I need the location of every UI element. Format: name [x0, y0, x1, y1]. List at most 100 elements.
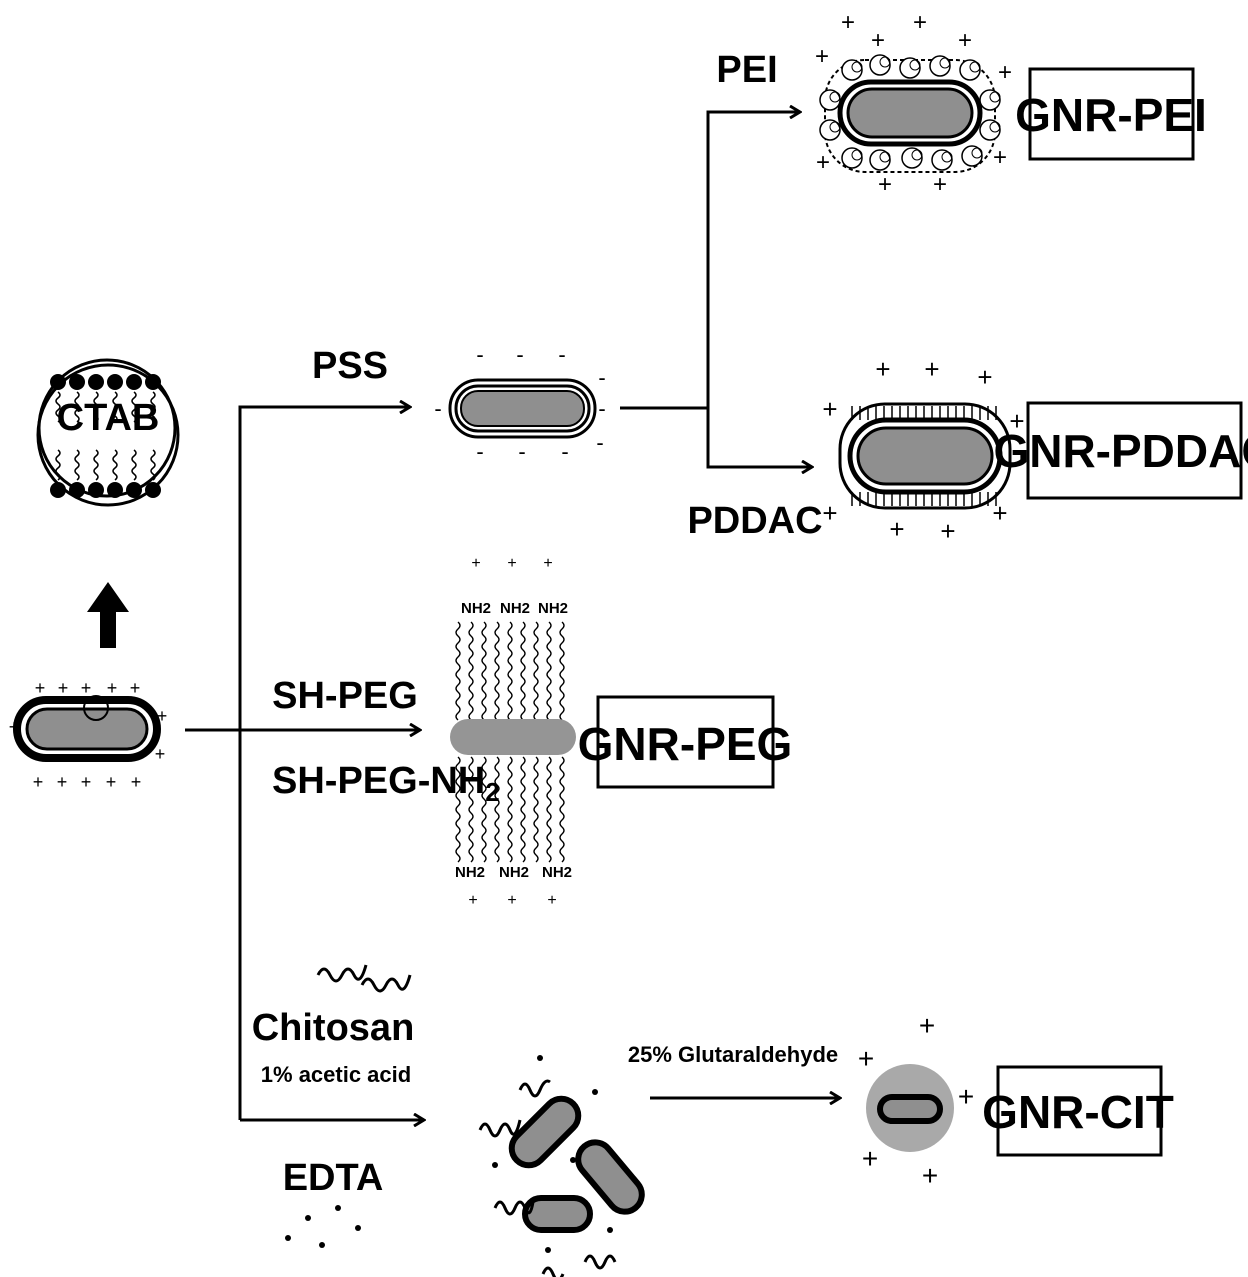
- peg-chain: [494, 621, 500, 721]
- plus-charge-icon: +: [155, 744, 166, 764]
- minus-charge-icon: -: [561, 439, 568, 464]
- peg-chain: [455, 756, 461, 863]
- peg-bottom-nh2-1: NH2: [455, 864, 485, 881]
- ctab-headgroup: [126, 374, 142, 390]
- pss-gnr-charges: ----------: [434, 342, 605, 464]
- peg-chain: [559, 621, 565, 721]
- plus-charge-icon: +: [157, 706, 168, 726]
- plus-charge-icon: +: [107, 678, 118, 698]
- peg-chain: [481, 756, 487, 863]
- peg-chain: [507, 621, 513, 721]
- plus-charge-icon: +: [816, 149, 830, 176]
- gnr-pei-label: GNR-PEI: [1015, 89, 1207, 141]
- pei-polymer: [989, 121, 1001, 133]
- glutaraldehyde-label: 25% Glutaraldehyde: [628, 1042, 838, 1067]
- ctab-tail: [55, 391, 61, 423]
- pei-polymer: [931, 149, 953, 171]
- gnr-peg-box: [596, 695, 775, 789]
- pei-polymer: [851, 61, 863, 73]
- gnr-cit-box: [996, 1065, 1163, 1157]
- peg-chain: [481, 621, 487, 721]
- ctab-headgroup: [88, 482, 104, 498]
- plus-charge-icon: +: [1009, 406, 1024, 436]
- pei-polymer: [941, 151, 953, 163]
- pei-polymer: [819, 89, 841, 111]
- pei-polymer: [979, 89, 1001, 111]
- pei-polymer: [901, 147, 923, 169]
- pddac-gnr: [838, 402, 1012, 510]
- sh-peg-nh2-label: SH-PEG-NH2: [272, 760, 500, 807]
- peg-chains: [455, 621, 565, 863]
- plus-charge-icon: +: [992, 498, 1007, 528]
- plus-charge-icon: +: [58, 678, 69, 698]
- ctab-tail: [74, 449, 80, 481]
- plus-charge-icon: +: [977, 362, 992, 392]
- gnr-cit-label: GNR-CIT: [982, 1086, 1174, 1138]
- ctab-tail: [150, 391, 156, 423]
- pei-gnr: [819, 54, 1001, 173]
- minus-charge-icon: -: [518, 439, 525, 464]
- ctab-headgroup: [69, 482, 85, 498]
- plus-charge-icon: +: [822, 498, 837, 528]
- plus-charge-icon: +: [940, 516, 955, 546]
- ctab-headgroup: [88, 374, 104, 390]
- pei-polymer: [939, 57, 951, 69]
- plus-charge-icon: +: [919, 1010, 935, 1041]
- pei-gnr-charges: ++++++++++: [815, 9, 1012, 198]
- ctab-tail: [150, 449, 156, 481]
- minus-charge-icon: -: [558, 342, 565, 367]
- plus-charge-icon: +: [130, 678, 141, 698]
- plus-charge-icon: +: [993, 144, 1007, 171]
- pei-polymer: [899, 57, 921, 79]
- up-arrow-icon: [87, 582, 129, 648]
- plus-charge-icon: +: [507, 555, 516, 572]
- plus-charge-icon: +: [841, 9, 855, 36]
- peg-top-nh2-1: NH2: [461, 600, 491, 617]
- pss-label: PSS: [312, 345, 388, 387]
- gnr-pddac-box: [1026, 401, 1243, 500]
- peg-gnr-bar: [450, 719, 576, 755]
- plus-charge-icon: +: [822, 394, 837, 424]
- ctab-headgroup: [107, 482, 123, 498]
- plus-charge-icon: +: [933, 171, 947, 198]
- peg-chain: [559, 756, 565, 863]
- pei-polymer: [929, 55, 951, 77]
- plus-charge-icon: +: [35, 678, 46, 698]
- ctab-headgroup: [107, 374, 123, 390]
- ctab-tail: [112, 391, 118, 423]
- peg-charges: ++++++: [468, 555, 556, 909]
- pei-polymer: [909, 59, 921, 71]
- minus-charge-icon: -: [598, 365, 605, 390]
- plus-charge-icon: +: [131, 772, 142, 792]
- plus-charge-icon: +: [33, 772, 44, 792]
- peg-chain: [546, 621, 552, 721]
- ctab-tail: [74, 391, 80, 423]
- gnr-pddac-label: GNR-PDDAC: [993, 425, 1248, 477]
- ctab-tails-top: [55, 391, 156, 423]
- pei-label: PEI: [716, 49, 777, 91]
- peg-chain: [520, 756, 526, 863]
- ctab-headgroup: [69, 374, 85, 390]
- chitosan-gnr-mixture: [478, 1055, 645, 1277]
- pei-polymer: [851, 149, 863, 161]
- pei-polymer: [989, 91, 1001, 103]
- acetic-acid-label: 1% acetic acid: [261, 1062, 411, 1087]
- peg-bottom-nh2-3: NH2: [542, 864, 572, 881]
- pei-polymer: [979, 119, 1001, 141]
- peg-top-nh2-2: NH2: [500, 600, 530, 617]
- plus-charge-icon: +: [815, 43, 829, 70]
- edta-dots: [285, 1205, 361, 1248]
- pss-gnr: [448, 378, 597, 439]
- plus-charge-icon: +: [878, 171, 892, 198]
- gnr-peg-label: GNR-PEG: [578, 718, 793, 770]
- plus-charge-icon: +: [507, 892, 516, 909]
- pei-polymer: [829, 91, 841, 103]
- peg-chain: [494, 756, 500, 863]
- pei-polymer: [869, 54, 891, 76]
- plus-charge-icon: +: [875, 354, 890, 384]
- minus-charge-icon: -: [476, 342, 483, 367]
- ctab-tail: [131, 449, 137, 481]
- sh-peg-label: SH-PEG: [272, 675, 418, 717]
- peg-chain: [455, 621, 461, 721]
- pei-polymer: [879, 151, 891, 163]
